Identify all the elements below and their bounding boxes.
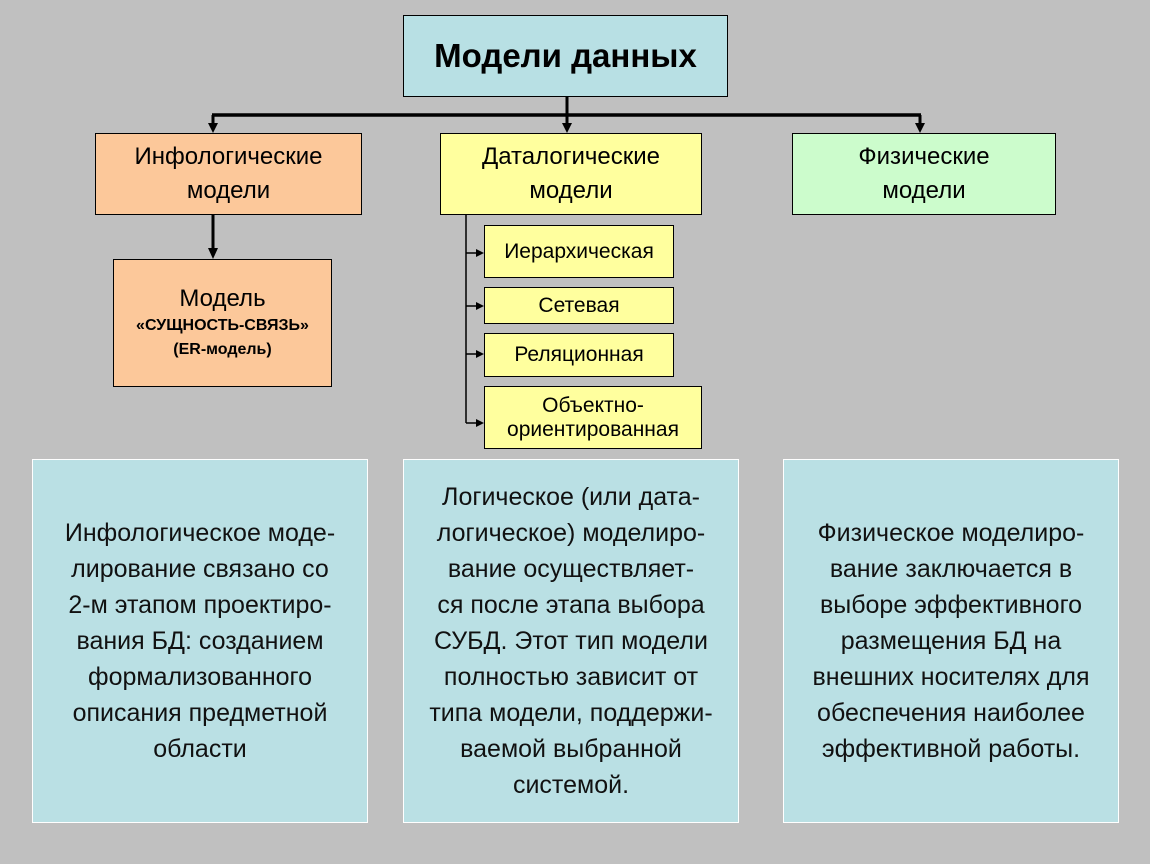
- physical-label-line2: модели: [882, 177, 966, 204]
- datalogical-models-box: Даталогические модели: [440, 133, 702, 215]
- hierarchical-model-label: Иерархическая: [504, 239, 654, 263]
- arrowhead-physical: [915, 123, 925, 133]
- relational-model-box: Реляционная: [484, 333, 674, 377]
- arrowhead-infological: [208, 123, 218, 133]
- physical-label-line1: Физические: [858, 143, 990, 170]
- physical-description: Физическое моделиро- вание заключается в…: [812, 519, 1090, 763]
- er-model-line3: (ER-модель): [173, 341, 272, 358]
- infological-models-box: Инфологические модели: [95, 133, 362, 215]
- physical-description-box: Физическое моделиро- вание заключается в…: [783, 459, 1119, 823]
- physical-models-box: Физические модели: [792, 133, 1056, 215]
- object-oriented-label-line2: ориентированная: [507, 417, 679, 441]
- infological-label-line1: Инфологические: [134, 143, 323, 170]
- object-oriented-model-box: Объектно- ориентированная: [484, 386, 702, 449]
- er-model-box: Модель «СУЩНОСТЬ-СВЯЗЬ» (ER-модель): [113, 259, 332, 387]
- arrowhead-network: [476, 302, 484, 310]
- arrowhead-hierarchical: [476, 249, 484, 257]
- datalogical-label-line1: Даталогические: [481, 143, 661, 170]
- infological-description-box: Инфологическое моде- лирование связано с…: [32, 459, 368, 823]
- er-model-line1: Модель: [179, 285, 266, 312]
- arrowhead-object-oriented: [476, 419, 484, 427]
- hierarchical-model-box: Иерархическая: [484, 225, 674, 278]
- relational-model-label: Реляционная: [514, 343, 644, 366]
- network-model-label: Сетевая: [538, 293, 620, 317]
- datalogical-description-box: Логическое (или дата- логическое) модели…: [403, 459, 739, 823]
- arrowhead-er-model: [208, 248, 218, 259]
- er-model-line2: «СУЩНОСТЬ-СВЯЗЬ»: [136, 317, 309, 334]
- diagram-title: Модели данных: [434, 37, 697, 74]
- title-box: Модели данных: [403, 15, 728, 97]
- arrowhead-datalogical: [562, 123, 572, 133]
- infological-label-line2: модели: [186, 177, 271, 204]
- datalogical-description: Логическое (или дата- логическое) модели…: [429, 483, 713, 799]
- arrowhead-relational: [476, 350, 484, 358]
- object-oriented-label-line1: Объектно-: [542, 393, 644, 417]
- network-model-box: Сетевая: [484, 287, 674, 324]
- datalogical-label-line2: модели: [529, 177, 613, 204]
- infological-description: Инфологическое моде- лирование связано с…: [64, 519, 336, 763]
